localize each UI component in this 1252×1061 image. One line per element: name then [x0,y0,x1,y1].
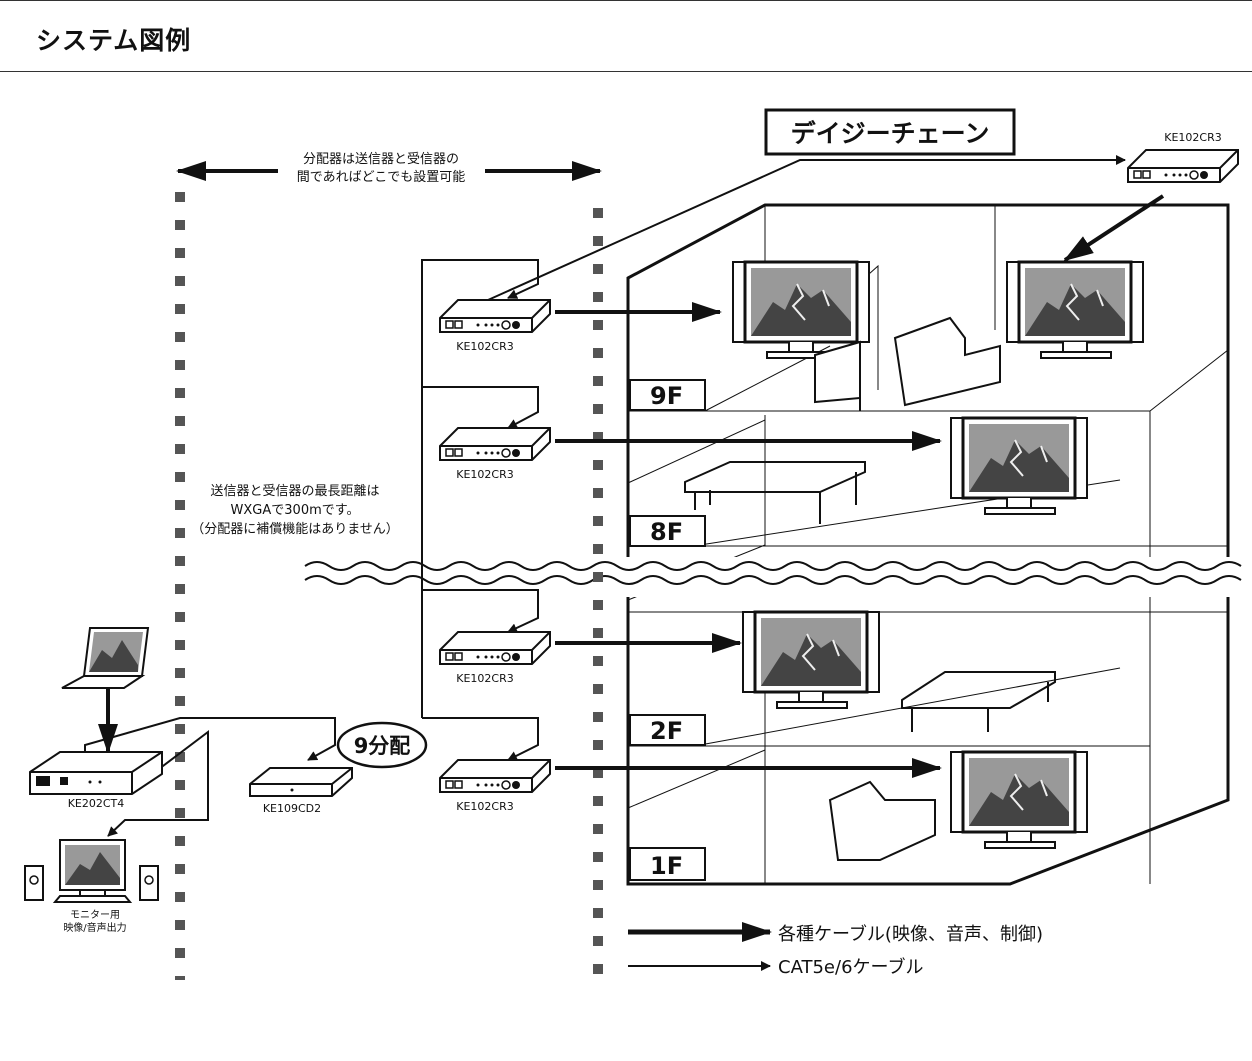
svg-text:1F: 1F [650,852,683,880]
tv-1f-icon [951,752,1087,848]
floor-label-9f: 9F [630,380,705,410]
splitter-icon [250,768,352,796]
monitor-note-line2: 映像/音声出力 [63,921,126,934]
receiver-2f-icon [440,632,550,664]
table-8f-icon [685,462,865,524]
legend-thick-label: 各種ケーブル(映像、音声、制御) [778,923,1043,945]
svg-text:送信器と受信器の最長距離は: 送信器と受信器の最長距離は [210,484,379,499]
svg-text:8F: 8F [650,518,683,546]
svg-text:9分配: 9分配 [354,734,411,758]
legend: 各種ケーブル(映像、音声、制御) CAT5e/6ケーブル [628,923,1043,978]
speaker-right-icon [140,866,158,900]
legend-thin-label: CAT5e/6ケーブル [778,956,923,978]
sofa-1f-icon [830,782,935,860]
monitor-note-line1: モニター用 [70,909,120,921]
receiver-9f-icon [440,300,550,332]
receiver-1f-icon [440,760,550,792]
receiver-8f-label: KE102CR3 [456,468,513,481]
floor-label-8f: 8F [630,516,705,546]
daisy-chain-title-box: デイジーチェーン [766,110,1014,154]
speaker-left-icon [25,866,43,900]
svg-text:（分配器に補償機能はありません）: （分配器に補償機能はありません） [191,522,399,537]
tv-9f-right-icon [1007,262,1143,358]
svg-text:9F: 9F [650,382,683,410]
receiver-top-icon [1128,150,1238,182]
receiver-top-label: KE102CR3 [1164,131,1221,144]
top-note-line2: 間であればどこでも設置可能 [297,169,465,185]
top-note-line1: 分配器は送信器と受信器の [303,152,459,167]
tv-8f-icon [951,418,1087,514]
floor-label-1f: 1F [630,848,705,880]
svg-text:WXGAで300mです。: WXGAで300mです。 [231,503,360,518]
svg-text:2F: 2F [650,717,683,745]
split-badge: 9分配 [338,723,426,767]
floor-label-2f: 2F [630,715,705,745]
receiver-9f-label: KE102CR3 [456,340,513,353]
distance-note: 送信器と受信器の最長距離は WXGAで300mです。 （分配器に補償機能はありま… [186,480,412,540]
monitor-icon [55,840,130,902]
receiver-2f-label: KE102CR3 [456,672,513,685]
tv-2f-icon [743,612,879,708]
laptop-icon [62,628,148,688]
svg-text:デイジーチェーン: デイジーチェーン [791,119,990,148]
transmitter-icon [30,752,162,794]
receiver-8f-icon [440,428,550,460]
transmitter-label: KE202CT4 [68,797,125,810]
tv-9f-left-icon [733,262,869,358]
receiver-1f-label: KE102CR3 [456,800,513,813]
splitter-label: KE109CD2 [263,802,321,815]
table-2f-icon [902,672,1055,732]
